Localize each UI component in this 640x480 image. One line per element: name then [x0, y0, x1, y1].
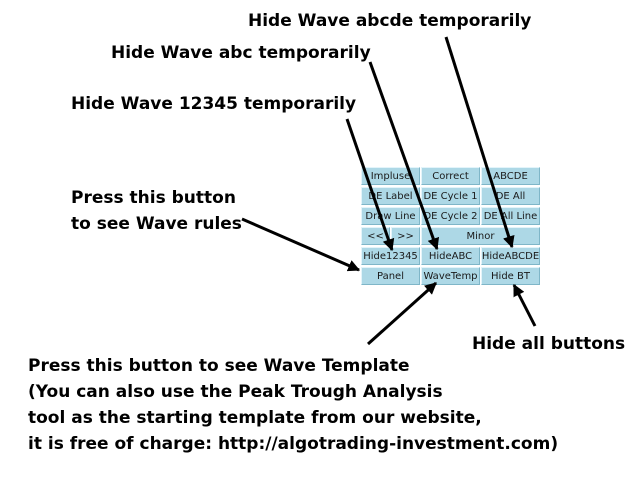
impulse-button[interactable]: Impluse: [361, 167, 420, 185]
next-button[interactable]: >>: [391, 227, 420, 245]
de-all-button[interactable]: DE All: [481, 187, 540, 205]
callout-hide-wave-12345: Hide Wave 12345 temporarily: [71, 94, 357, 114]
hide-12345-button[interactable]: Hide12345: [361, 247, 420, 265]
callout-hide-all-buttons: Hide all buttons: [472, 334, 626, 354]
previous-button[interactable]: <<: [361, 227, 390, 245]
callout-wave-rules-line-2: to see Wave rules: [71, 214, 242, 234]
de-cycle-1-button[interactable]: DE Cycle 1: [421, 187, 480, 205]
de-all-line-button[interactable]: DE All Line: [481, 207, 540, 225]
wave-template-button[interactable]: WaveTemp: [421, 267, 480, 285]
callout-hide-wave-abcde: Hide Wave abcde temporarily: [248, 11, 532, 31]
panel-button[interactable]: Panel: [361, 267, 420, 285]
hide-abcde-button[interactable]: HideABCDE: [481, 247, 540, 265]
callout-wave-template-line-4: it is free of charge: http://algotrading…: [28, 434, 559, 454]
callout-wave-rules-line-1: Press this button: [71, 188, 236, 208]
arrow-to-wave-template: [366, 281, 438, 346]
callout-wave-template: Press this button to see Wave Template (…: [28, 353, 558, 457]
arrow-to-hide-bt: [512, 283, 537, 327]
callout-wave-template-line-2: (You can also use the Peak Trough Analys…: [28, 382, 443, 402]
button-panel: Impluse Correct ABCDE DE Label DE Cycle …: [360, 166, 541, 286]
callout-hide-wave-abc: Hide Wave abc temporarily: [111, 43, 371, 63]
hide-abc-button[interactable]: HideABC: [421, 247, 480, 265]
minor-button[interactable]: Minor: [421, 227, 540, 245]
draw-line-button[interactable]: Draw Line: [361, 207, 420, 225]
correct-button[interactable]: Correct: [421, 167, 480, 185]
de-label-button[interactable]: DE Label: [361, 187, 420, 205]
callout-wave-rules: Press this button to see Wave rules: [71, 185, 242, 237]
callout-wave-template-line-1: Press this button to see Wave Template: [28, 356, 410, 376]
abcde-button[interactable]: ABCDE: [481, 167, 540, 185]
arrow-to-panel: [241, 217, 361, 272]
hide-buttons-button[interactable]: Hide BT: [481, 267, 540, 285]
de-cycle-2-button[interactable]: DE Cycle 2: [421, 207, 480, 225]
callout-wave-template-line-3: tool as the starting template from our w…: [28, 408, 482, 428]
